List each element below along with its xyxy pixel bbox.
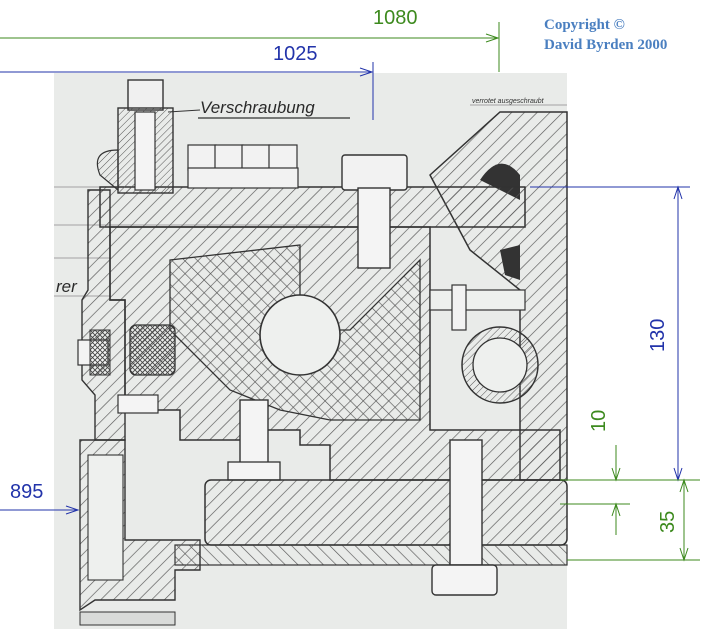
dimension-label-1025: 1025 [273,43,318,65]
dimension-label-1080: 1080 [373,7,418,29]
housing-dark-gasket-lower [500,245,520,280]
dimension-label-130: 130 [647,319,669,352]
lower-left-inner [87,454,124,581]
top-nut-row [187,144,299,189]
fitting-cap [127,79,164,111]
right-bracket [429,289,526,311]
dimension-130 [530,185,690,482]
left-small-bolt [117,394,159,414]
label-verschraubung: Verschraubung [200,98,315,117]
dimension-1025 [0,62,374,120]
top-bolt [357,187,391,269]
dimension-10 [611,445,621,535]
copyright-line-2: David Byrden 2000 [544,37,667,53]
base-plate [204,479,568,546]
dimension-1080 [0,22,500,72]
top-nut [341,154,408,191]
fitting-core [134,111,156,191]
dimension-35 [679,478,689,562]
small-bolt-right [451,284,467,331]
copyright-line-1: Copyright © [544,17,625,33]
right-base-bolt [449,439,483,566]
dimension-label-35: 35 [657,511,679,533]
label-small-top-right: verrotet ausgeschraubt [472,98,545,105]
dimension-label-895: 895 [10,481,43,503]
label-left-fragment: rer [56,277,78,296]
seal-block [129,324,176,376]
dimension-895 [0,505,80,515]
lower-left-nut [227,461,281,481]
label-leader [167,109,201,113]
base-plate-lower [174,544,568,566]
tube-ring-inner [472,337,528,393]
central-bore [259,294,341,376]
seal-small [89,329,111,376]
bottom-skin [79,611,176,626]
extension-lines-green [560,479,700,561]
fitting-left-curve [96,149,119,192]
dimension-label-10: 10 [588,410,610,432]
right-base-nut [431,564,498,596]
